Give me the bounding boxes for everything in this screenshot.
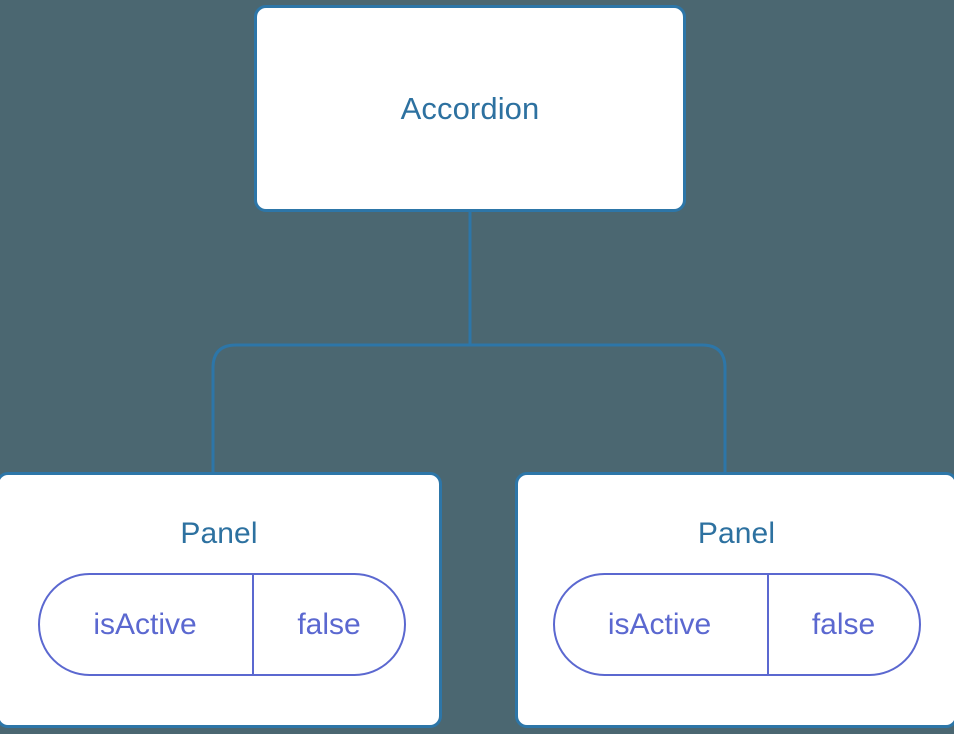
prop-badge-isactive-1[interactable]: isActive false	[552, 573, 921, 676]
node-panel-1[interactable]: Panel isActive false	[515, 472, 954, 728]
prop-key-1: isActive	[555, 575, 769, 674]
node-accordion[interactable]: Accordion	[254, 5, 686, 212]
prop-badge-isactive-0[interactable]: isActive false	[38, 573, 406, 676]
node-panel-0-label: Panel	[180, 517, 258, 550]
connector-to-panel-0	[211, 343, 470, 478]
prop-value-1: false	[811, 607, 876, 641]
prop-value-0: false	[297, 607, 361, 641]
node-accordion-label: Accordion	[400, 90, 540, 126]
connector-to-panel-1	[470, 343, 727, 478]
node-panel-1-label: Panel	[697, 517, 776, 550]
node-panel-0[interactable]: Panel isActive false	[0, 472, 442, 728]
prop-key-0: isActive	[40, 575, 254, 674]
